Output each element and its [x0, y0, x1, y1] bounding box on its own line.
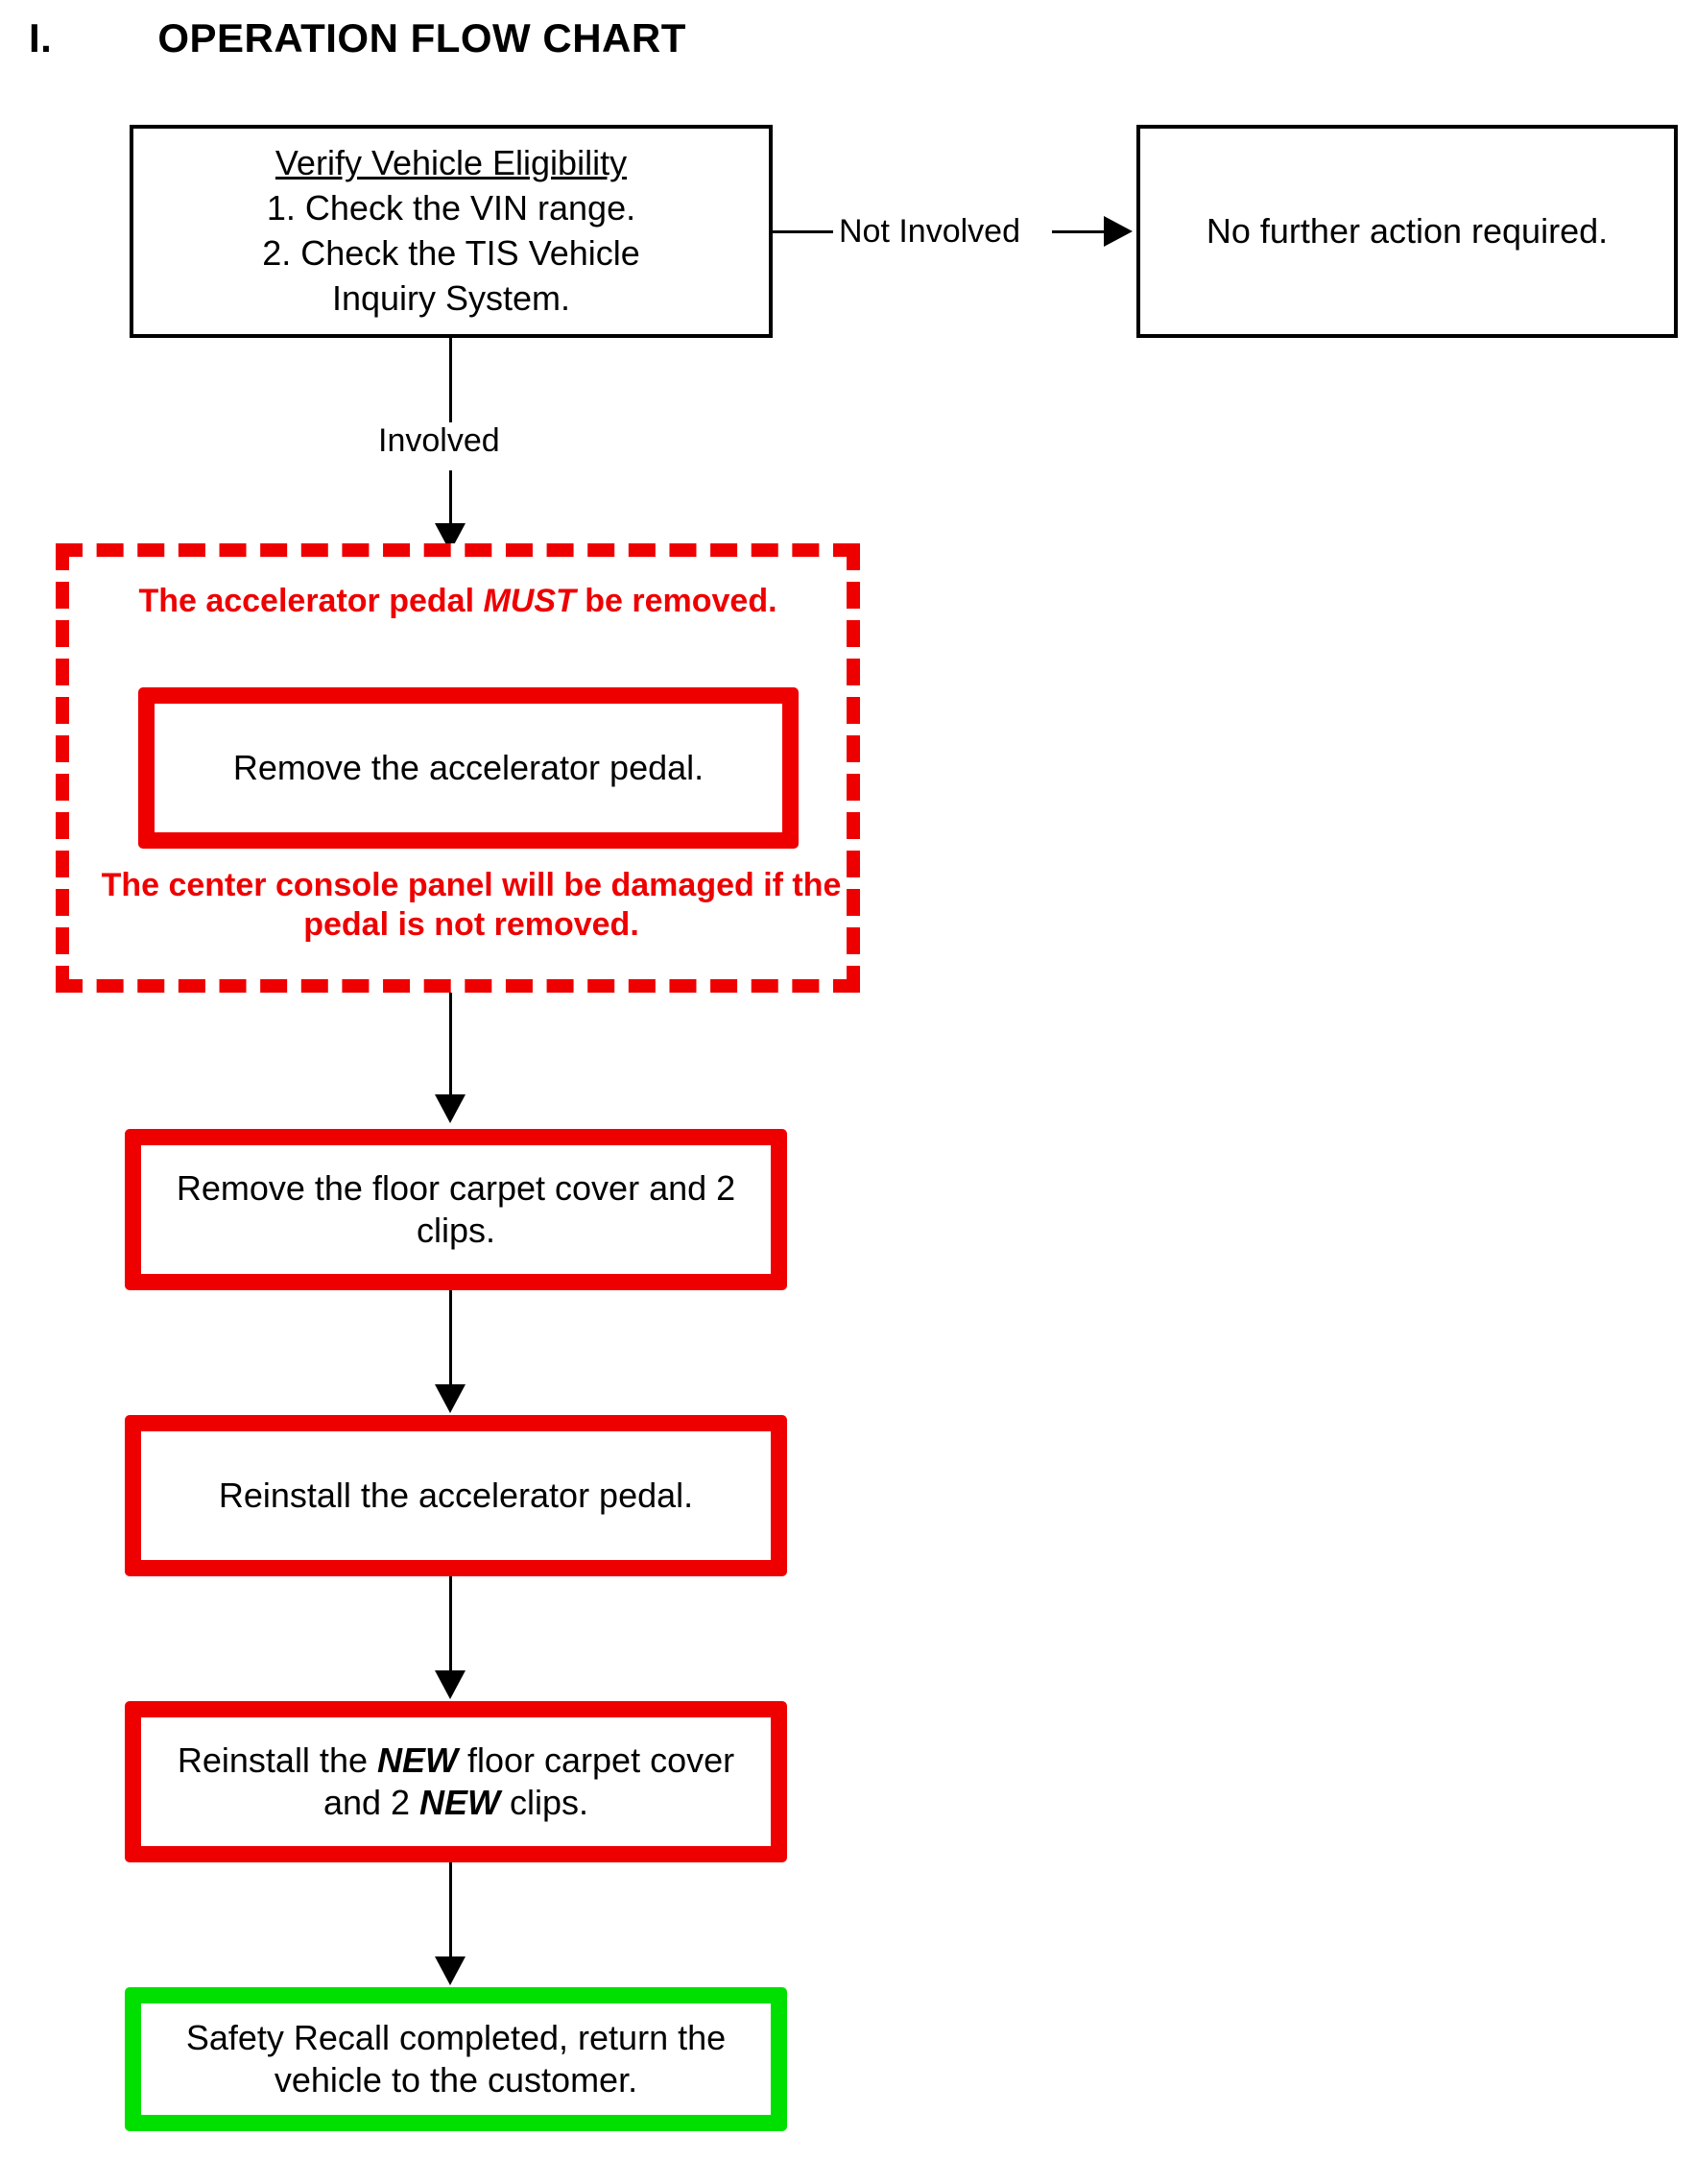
remove-carpet-text: Remove the floor carpet cover and 2 clip…: [176, 1168, 736, 1250]
edge-label-involved: Involved: [372, 422, 506, 460]
connector-line-carpet-to-completed: [449, 1862, 452, 1970]
verify-item-1: 1. Check the VIN range.: [266, 188, 636, 228]
reinstall-carpet-emphasis-2: NEW: [419, 1783, 501, 1822]
node-verify-vehicle-eligibility[interactable]: Verify Vehicle Eligibility 1. Check the …: [130, 125, 773, 338]
node-remove-floor-carpet[interactable]: Remove the floor carpet cover and 2 clip…: [125, 1129, 787, 1290]
warning-top-before: The accelerator pedal: [138, 583, 484, 619]
arrowhead-down-to-remove-carpet: [435, 1094, 466, 1123]
verify-box-content: Verify Vehicle Eligibility 1. Check the …: [133, 141, 769, 321]
connector-line-not-involved-right: [1052, 230, 1108, 233]
warning-top-after: be removed.: [575, 583, 777, 619]
verify-heading: Verify Vehicle Eligibility: [275, 143, 628, 183]
node-no-further-action[interactable]: No further action required.: [1136, 125, 1678, 338]
arrowhead-down-to-reinstall-pedal: [435, 1384, 466, 1413]
reinstall-carpet-part-2: floor carpet cover and 2: [322, 1740, 735, 1822]
node-safety-recall-completed[interactable]: Safety Recall completed, return the vehi…: [125, 1987, 787, 2131]
warning-top-emphasis: MUST: [483, 583, 576, 619]
title-number: I.: [29, 15, 53, 60]
verify-item-2-line-1: 2. Check the TIS Vehicle: [262, 233, 640, 273]
connector-line-pedal-to-new-carpet: [449, 1576, 452, 1684]
completed-text: Safety Recall completed, return the vehi…: [185, 2018, 727, 2100]
connector-line-involved-lower: [449, 470, 452, 540]
reinstall-carpet-part-3: clips.: [500, 1783, 589, 1822]
reinstall-carpet-emphasis-1: NEW: [376, 1740, 458, 1781]
connector-line-involved-upper: [449, 338, 452, 434]
node-remove-accelerator-pedal[interactable]: Remove the accelerator pedal.: [138, 687, 799, 849]
warning-top-text: The accelerator pedal MUST be removed.: [100, 582, 815, 621]
node-reinstall-new-carpet[interactable]: Reinstall the NEW floor carpet cover and…: [125, 1701, 787, 1862]
node-warning-container[interactable]: The accelerator pedal MUST be removed. R…: [56, 543, 860, 993]
warning-bottom-text: The center console panel will be damaged…: [101, 867, 842, 943]
arrowhead-right-not-involved: [1104, 216, 1133, 247]
page-title: I. OPERATION FLOW CHART: [29, 10, 989, 67]
reinstall-pedal-text: Reinstall the accelerator pedal.: [218, 1476, 694, 1516]
connector-line-carpet-to-pedal: [449, 1290, 452, 1398]
arrowhead-down-to-reinstall-carpet: [435, 1670, 466, 1699]
reinstall-carpet-text: Reinstall the NEW floor carpet cover and…: [141, 1740, 771, 1824]
remove-pedal-text: Remove the accelerator pedal.: [232, 748, 705, 788]
arrowhead-down-to-completed: [435, 1956, 466, 1985]
node-reinstall-accelerator-pedal[interactable]: Reinstall the accelerator pedal.: [125, 1415, 787, 1576]
connector-line-warning-to-carpet: [449, 993, 452, 1106]
verify-item-2-line-2: Inquiry System.: [331, 277, 571, 318]
reinstall-carpet-part-1: Reinstall the: [177, 1740, 377, 1781]
no-action-text: No further action required.: [1206, 211, 1609, 252]
title-text: OPERATION FLOW CHART: [157, 15, 686, 60]
edge-label-not-involved: Not Involved: [833, 213, 1026, 251]
